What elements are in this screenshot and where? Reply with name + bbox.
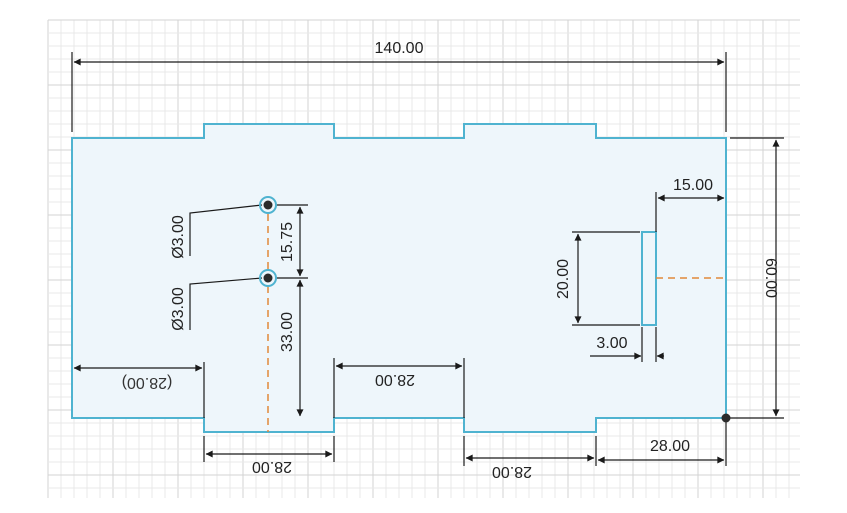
- origin-point[interactable]: [721, 413, 731, 423]
- bottom-tab-left-text[interactable]: 28.00: [252, 458, 292, 475]
- overall-height-text[interactable]: 60.00: [762, 258, 779, 298]
- slot-width-text[interactable]: 3.00: [596, 335, 627, 352]
- slot-height-text[interactable]: 20.00: [555, 259, 572, 299]
- left-inset-text[interactable]: (28.00): [122, 374, 173, 391]
- hole-1-diameter-text[interactable]: Ø3.00: [170, 215, 187, 259]
- hole-1[interactable]: [259, 196, 277, 214]
- hole-2[interactable]: [259, 269, 277, 287]
- bottom-tab-right-text[interactable]: 28.00: [492, 463, 532, 480]
- slot-offset-text[interactable]: 15.00: [673, 177, 713, 194]
- hole-height-text[interactable]: 33.00: [279, 312, 296, 352]
- corner-offset-text[interactable]: 28.00: [650, 438, 690, 455]
- middle-gap-text[interactable]: 28.00: [375, 371, 415, 388]
- hole-2-diameter-text[interactable]: Ø3.00: [170, 287, 187, 331]
- hole-2-diameter-leader[interactable]: [189, 277, 263, 330]
- hole-spacing-text[interactable]: 15.75: [279, 222, 296, 262]
- hole-1-diameter-leader[interactable]: [189, 204, 263, 256]
- slot-rectangle[interactable]: [641, 231, 657, 326]
- overall-width-text[interactable]: 140.00: [375, 40, 424, 57]
